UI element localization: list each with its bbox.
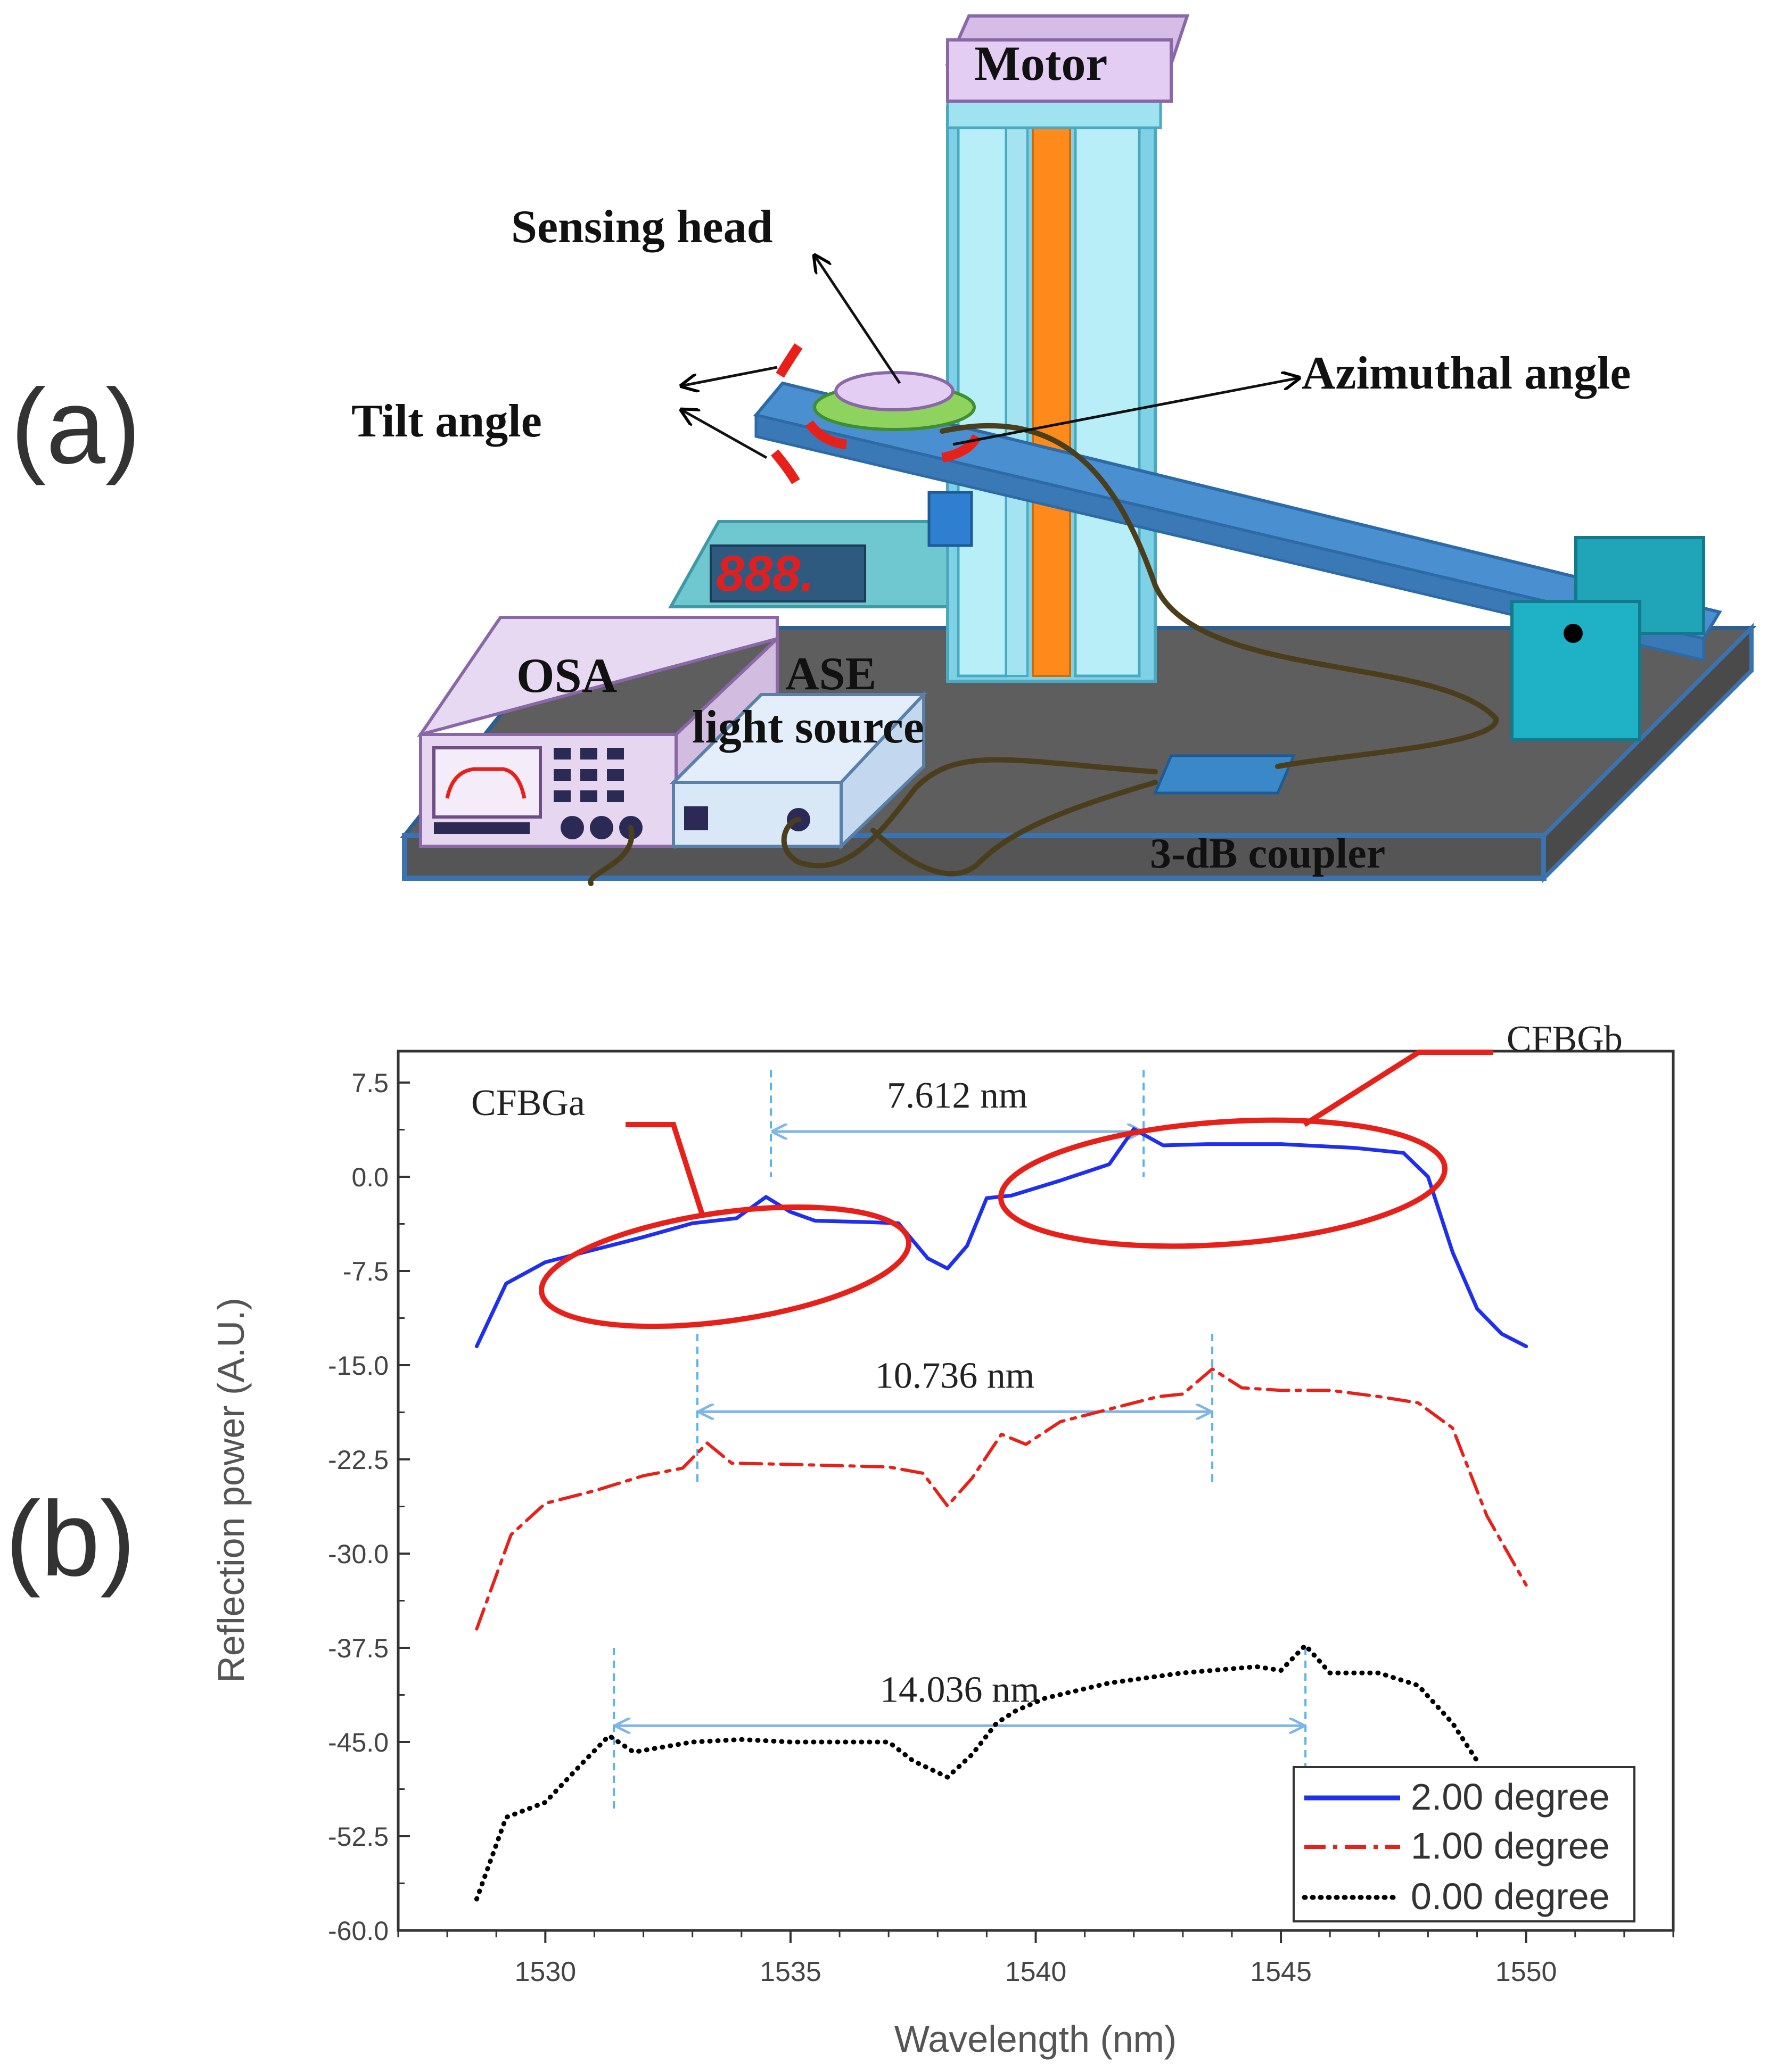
x-axis: 1530 1535 1540 1545 1550 xyxy=(397,1930,1674,1987)
tilt-arc-top xyxy=(776,343,803,378)
y-tick-label: -52.5 xyxy=(328,1822,389,1852)
motor-label: Motor xyxy=(974,36,1107,90)
y-tick-label: -60.0 xyxy=(328,1916,389,1946)
lead-screw xyxy=(1032,121,1071,677)
ase-button xyxy=(684,806,708,830)
sensing-head-label: Sensing head xyxy=(511,201,773,253)
y-tick-label: 7.5 xyxy=(351,1068,389,1098)
cfbga-ellipse xyxy=(539,1204,911,1330)
tower-post-mid xyxy=(1005,121,1029,677)
setup-diagram: (a) 888. Motor xyxy=(11,14,1757,886)
cfbgb-leader xyxy=(1303,1050,1493,1127)
azimuthal-arc-left xyxy=(805,420,848,449)
y-tick-label: -37.5 xyxy=(328,1633,389,1663)
series-lines xyxy=(474,1127,1528,1902)
pivot-block xyxy=(927,491,973,547)
panel-b-label: (b) xyxy=(5,1480,135,1598)
motor-box xyxy=(946,38,1173,103)
tilt-callout-up xyxy=(681,366,778,386)
optical-fiber xyxy=(588,423,1499,886)
series-line-1 xyxy=(475,1367,1528,1631)
x-tick-label: 1530 xyxy=(515,1957,577,1987)
legend-label-0deg: 0.00 degree xyxy=(1411,1876,1610,1917)
spacing-label: 7.612 nm xyxy=(887,1075,1027,1116)
y-tick-label: 0.0 xyxy=(351,1162,389,1192)
legend-label-2deg: 2.00 degree xyxy=(1411,1776,1610,1818)
panel-a-label: (a) xyxy=(11,367,141,486)
y-tick-label: -22.5 xyxy=(328,1445,389,1475)
tilt-angle-label: Tilt angle xyxy=(351,395,542,447)
tower-post-right xyxy=(1074,121,1141,678)
cfbga-label: CFBGa xyxy=(471,1083,585,1124)
cfbga-leader xyxy=(626,1122,705,1217)
azimuthal-callout xyxy=(952,378,1299,446)
ase-side xyxy=(840,690,925,851)
digital-display xyxy=(710,544,866,602)
spacing-label: 14.036 nm xyxy=(880,1669,1039,1710)
support-box xyxy=(1510,600,1641,741)
ase-label-line1: ASE xyxy=(785,648,876,700)
osa-top xyxy=(416,616,779,737)
y-tick-label: -15.0 xyxy=(328,1351,389,1381)
x-axis-title: Wavelength (nm) xyxy=(894,2018,1177,2060)
osa-screen xyxy=(432,746,542,819)
x-tick-label: 1540 xyxy=(1005,1957,1067,1987)
tilt-beam-front xyxy=(754,413,1705,662)
osa-knob-1 xyxy=(561,816,584,839)
series-line-2 xyxy=(474,1642,1479,1902)
x-tick-label: 1545 xyxy=(1250,1957,1312,1987)
y-axis-title: Reflection power (A.U.) xyxy=(210,1298,252,1683)
y-tick-label: -30.0 xyxy=(328,1539,389,1569)
tower-top-plate xyxy=(946,100,1162,129)
base-platform-side xyxy=(1542,623,1754,884)
sensing-head-callout xyxy=(815,255,901,384)
legend-label-1deg: 1.00 degree xyxy=(1411,1825,1610,1867)
x-tick-label: 1550 xyxy=(1495,1957,1557,1987)
series-line-0 xyxy=(474,1127,1528,1349)
ase-label-line2: light source xyxy=(692,701,924,753)
cfbgb-ellipse xyxy=(998,1117,1448,1249)
osa-keypad xyxy=(554,748,624,802)
y-axis: 7.5 0.0 -7.5 -15.0 -22.5 -30.0 -37.5 -45.0 -52.5… xyxy=(328,1068,410,1946)
y-tick-label: -7.5 xyxy=(343,1257,389,1286)
spectrum-chart: (b) 7.5 0.0 -7.5 -15.0 -22.5 -30.0 -37.5 -45.0 -… xyxy=(5,1019,1675,2060)
legend-box xyxy=(1293,1766,1635,1922)
cfbgb-label: CFBGb xyxy=(1507,1019,1623,1060)
support-box-dot xyxy=(1564,624,1583,643)
spacing-label: 10.736 nm xyxy=(875,1355,1034,1396)
tilt-arc-bottom xyxy=(771,449,800,484)
display-digits: 888. xyxy=(716,546,815,602)
osa-trace xyxy=(445,767,527,799)
coupler xyxy=(1153,754,1296,795)
osa-label: OSA xyxy=(516,648,617,703)
azimuthal-label: Azimuthal angle xyxy=(1302,348,1631,399)
sensing-head xyxy=(834,371,955,411)
coupler-label: 3-dB coupler xyxy=(1150,830,1385,877)
osa-slot xyxy=(434,822,530,834)
legend: 2.00 degree 1.00 degree 0.00 degree xyxy=(1293,1766,1635,1922)
spacing-markers: 7.612 nm 10.736 nm 14.036 nm xyxy=(613,1070,1307,1811)
tilt-callout-down xyxy=(681,410,768,459)
x-tick-label: 1535 xyxy=(760,1957,821,1987)
y-tick-label: -45.0 xyxy=(328,1728,389,1757)
osa-knob-2 xyxy=(590,816,613,839)
